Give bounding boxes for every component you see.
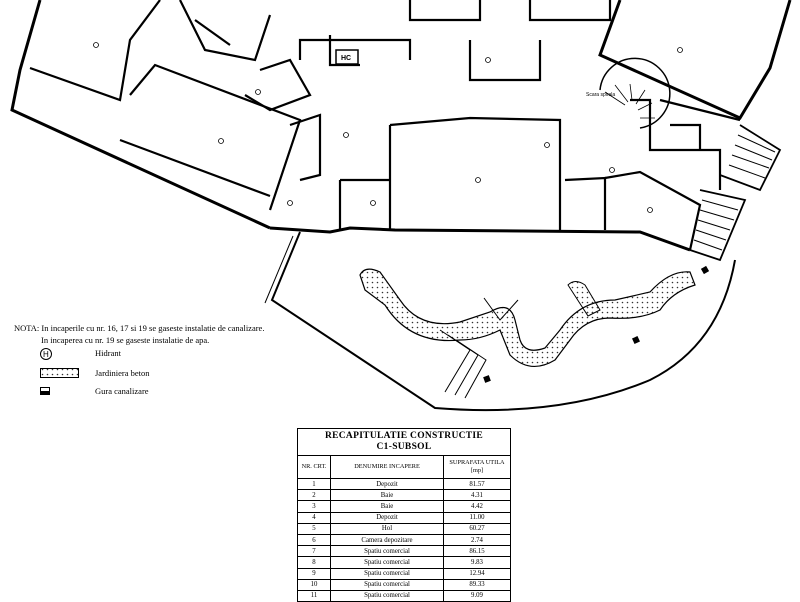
cell-nr: 1 [297, 477, 331, 491]
exterior-walls [10, 0, 792, 252]
cell-nr: 7 [297, 545, 331, 558]
cell-nr: 9 [297, 567, 331, 580]
note-line-1: NOTA: In incaperile cu nr. 16, 17 si 19 … [14, 323, 265, 333]
cell-area: 81.57 [443, 477, 511, 491]
cell-nr: 4 [297, 511, 331, 524]
cell-nr: 5 [297, 522, 331, 535]
terrace-ramp [439, 297, 519, 399]
cell-name: Depozit [330, 477, 444, 491]
stair-label: Scara spirala [586, 92, 615, 98]
cell-name: Camera depozitare [330, 533, 444, 547]
hc-label: HC [341, 55, 351, 62]
svg-text:H: H [43, 350, 49, 359]
cell-name: Baie [330, 489, 444, 502]
cell-nr: 10 [297, 578, 331, 591]
cell-area: 60.27 [443, 522, 511, 535]
drain-symbols [483, 265, 710, 383]
room-markers [93, 42, 683, 213]
recap-title-b: CONSTRUCTIE [410, 431, 484, 441]
cell-nr: 6 [297, 533, 331, 547]
planter-swatch-icon [40, 368, 79, 378]
installation-note: NOTA: In incaperile cu nr. 16, 17 si 19 … [14, 322, 264, 346]
cell-area: 12.94 [443, 567, 511, 580]
interior-walls [29, 0, 741, 251]
cell-area: 4.42 [443, 500, 511, 513]
exterior-stairs [689, 124, 782, 262]
cell-area: 86.15 [443, 545, 511, 558]
cell-nr: 3 [297, 500, 331, 513]
cell-area: 11.00 [443, 511, 511, 524]
col-nr-header: NR. CRT. [297, 455, 331, 479]
concrete-planters [359, 268, 696, 367]
cell-name: Depozit [330, 511, 444, 524]
spiral-staircase: Scara spirala [586, 57, 671, 129]
floor-plan-drawing: Scara spirala HC [10, 0, 792, 412]
drain-icon [40, 387, 50, 395]
hc-room: HC [335, 49, 359, 65]
recap-title: RECAPITULATIE CONSTRUCTIE C1-SUBSOL [297, 428, 511, 456]
cell-name: Spatiu comercial [330, 567, 444, 580]
cell-nr: 8 [297, 556, 331, 569]
cell-name: Hol [330, 522, 444, 535]
legend-drain-label: Gura canalizare [95, 386, 149, 396]
note-line-2: In incaperea cu nr. 19 se gaseste instal… [41, 335, 210, 345]
col-area-header: SUPRAFATA UTILA [mp] [443, 455, 511, 479]
cell-area: 9.83 [443, 556, 511, 569]
cell-name: Baie [330, 500, 444, 513]
cell-nr: 2 [297, 489, 331, 502]
legend-hydrant-label: Hidrant [95, 348, 121, 358]
recap-table: RECAPITULATIE CONSTRUCTIE C1-SUBSOL NR. … [297, 428, 511, 602]
cell-name: Spatiu comercial [330, 578, 444, 591]
cell-area: 4.31 [443, 489, 511, 502]
cell-name: Spatiu comercial [330, 545, 444, 558]
recap-subtitle: C1-SUBSOL [376, 442, 432, 452]
hydrant-icon: H [40, 348, 52, 360]
terrace-outline [264, 231, 736, 412]
col-name-header: DENUMIRE INCAPERE [330, 455, 444, 479]
cell-area: 2.74 [443, 533, 511, 547]
recap-title-a: RECAPITULATIE [324, 431, 408, 441]
legend-planter-label: Jardiniera beton [95, 368, 150, 378]
cell-area: 89.33 [443, 578, 511, 591]
cell-name: Spatiu comercial [330, 556, 444, 569]
